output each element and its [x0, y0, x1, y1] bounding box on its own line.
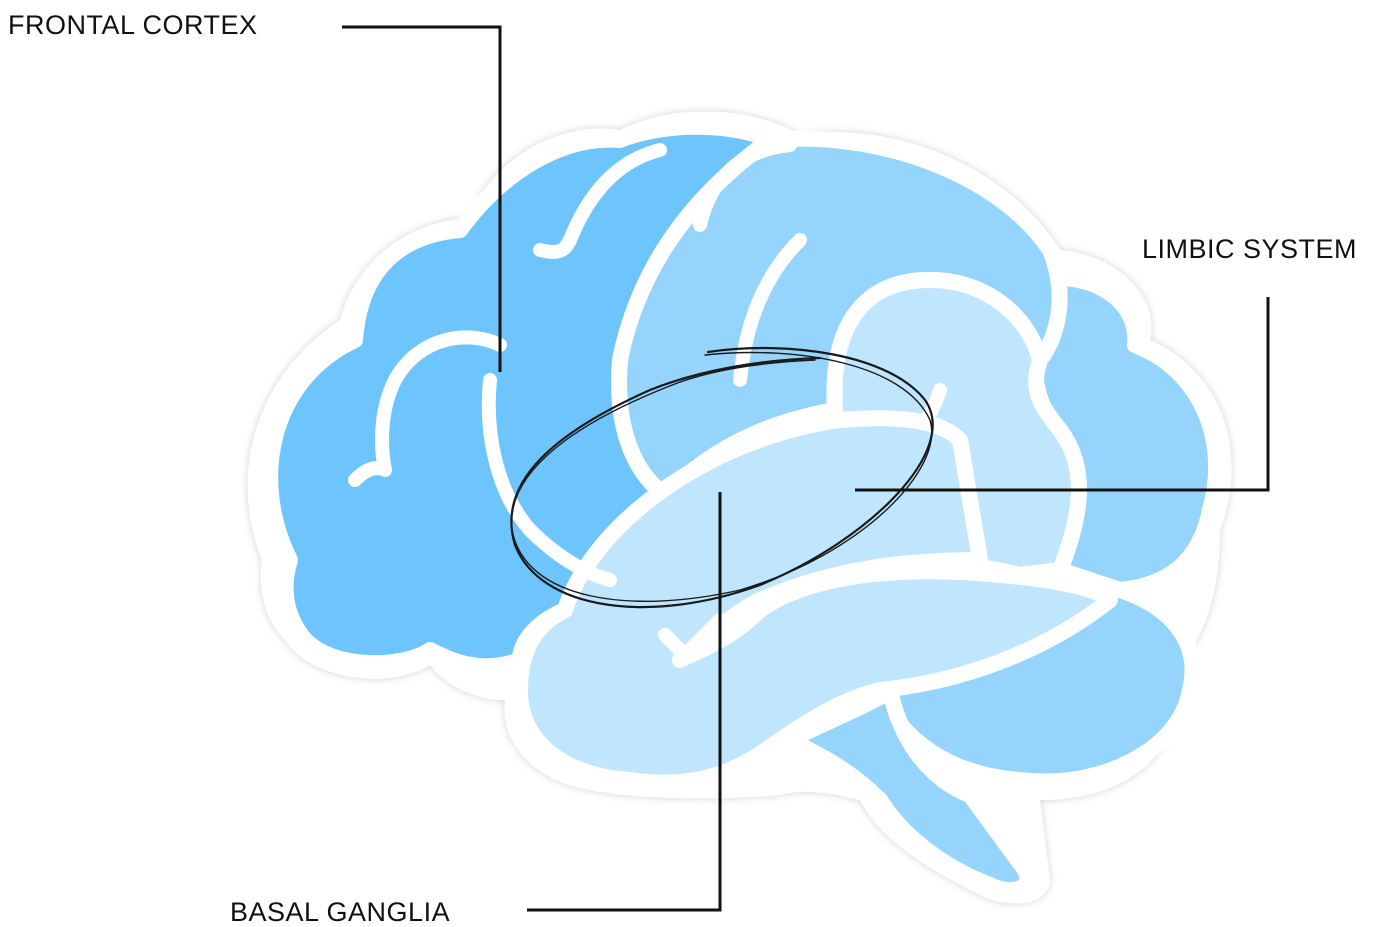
frontal-cortex-callout-line: [342, 25, 502, 372]
basal-ganglia-callout-line: [527, 492, 722, 912]
sulci-lines: [348, 138, 947, 662]
basal-ganglia-label: BASAL GANGLIA: [230, 897, 451, 927]
limbic-system-label: LIMBIC SYSTEM: [1142, 234, 1358, 264]
frontal-cortex-label: FRONTAL CORTEX: [8, 10, 258, 40]
highlight-ellipse: [510, 347, 934, 609]
callout-lines: [342, 25, 1270, 912]
limbic-system-callout-line: [855, 297, 1270, 492]
